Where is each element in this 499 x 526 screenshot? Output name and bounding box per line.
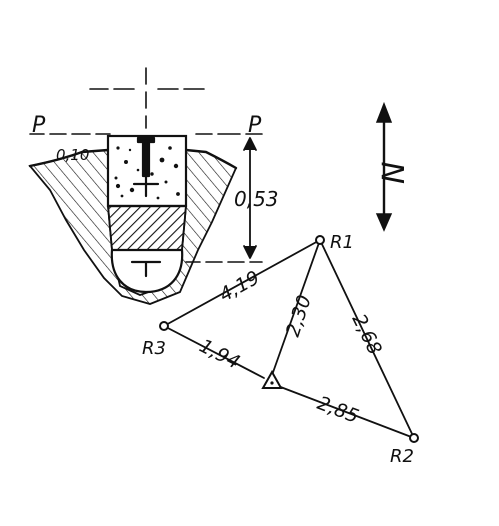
depth-dimension bbox=[243, 137, 257, 259]
distance-r3-station: 1,94 bbox=[196, 335, 244, 374]
depth-label: 0,53 bbox=[234, 187, 279, 211]
label-r3: R3 bbox=[142, 338, 166, 359]
north-arrow-head-icon bbox=[375, 101, 393, 123]
point-r1-icon bbox=[315, 235, 325, 245]
label-r2: R2 bbox=[390, 446, 414, 467]
distance-station-r2: 2,85 bbox=[314, 392, 361, 428]
concrete-aggregate bbox=[114, 146, 180, 200]
distance-r1-station: 2,30 bbox=[282, 293, 316, 340]
plane-label-right: P bbox=[248, 113, 262, 138]
point-r3-icon bbox=[159, 321, 169, 331]
line-r1-r2 bbox=[319, 239, 415, 439]
plane-label-left: P bbox=[32, 113, 46, 138]
north-arrow: N bbox=[375, 101, 412, 232]
ground-surface-left bbox=[28, 148, 110, 168]
line-r1-r3 bbox=[163, 239, 321, 327]
ground-surface-right bbox=[184, 148, 238, 170]
point-r2-icon bbox=[409, 433, 419, 443]
north-label: N bbox=[377, 162, 412, 184]
center-axis bbox=[89, 67, 205, 129]
benchmark-cross-section: P P 0,10 bbox=[28, 67, 279, 305]
distance-r1-r2: 2,68 bbox=[348, 311, 386, 359]
benchmark-marker bbox=[132, 136, 160, 198]
line-r3-station bbox=[163, 325, 265, 379]
concrete-bed bbox=[107, 205, 187, 251]
line-r1-station bbox=[270, 239, 321, 379]
label-r1: R1 bbox=[330, 232, 354, 253]
distance-r1-r3: 4,19 bbox=[216, 267, 264, 307]
line-station-r2 bbox=[277, 385, 415, 439]
station-triangle-icon bbox=[261, 369, 283, 389]
